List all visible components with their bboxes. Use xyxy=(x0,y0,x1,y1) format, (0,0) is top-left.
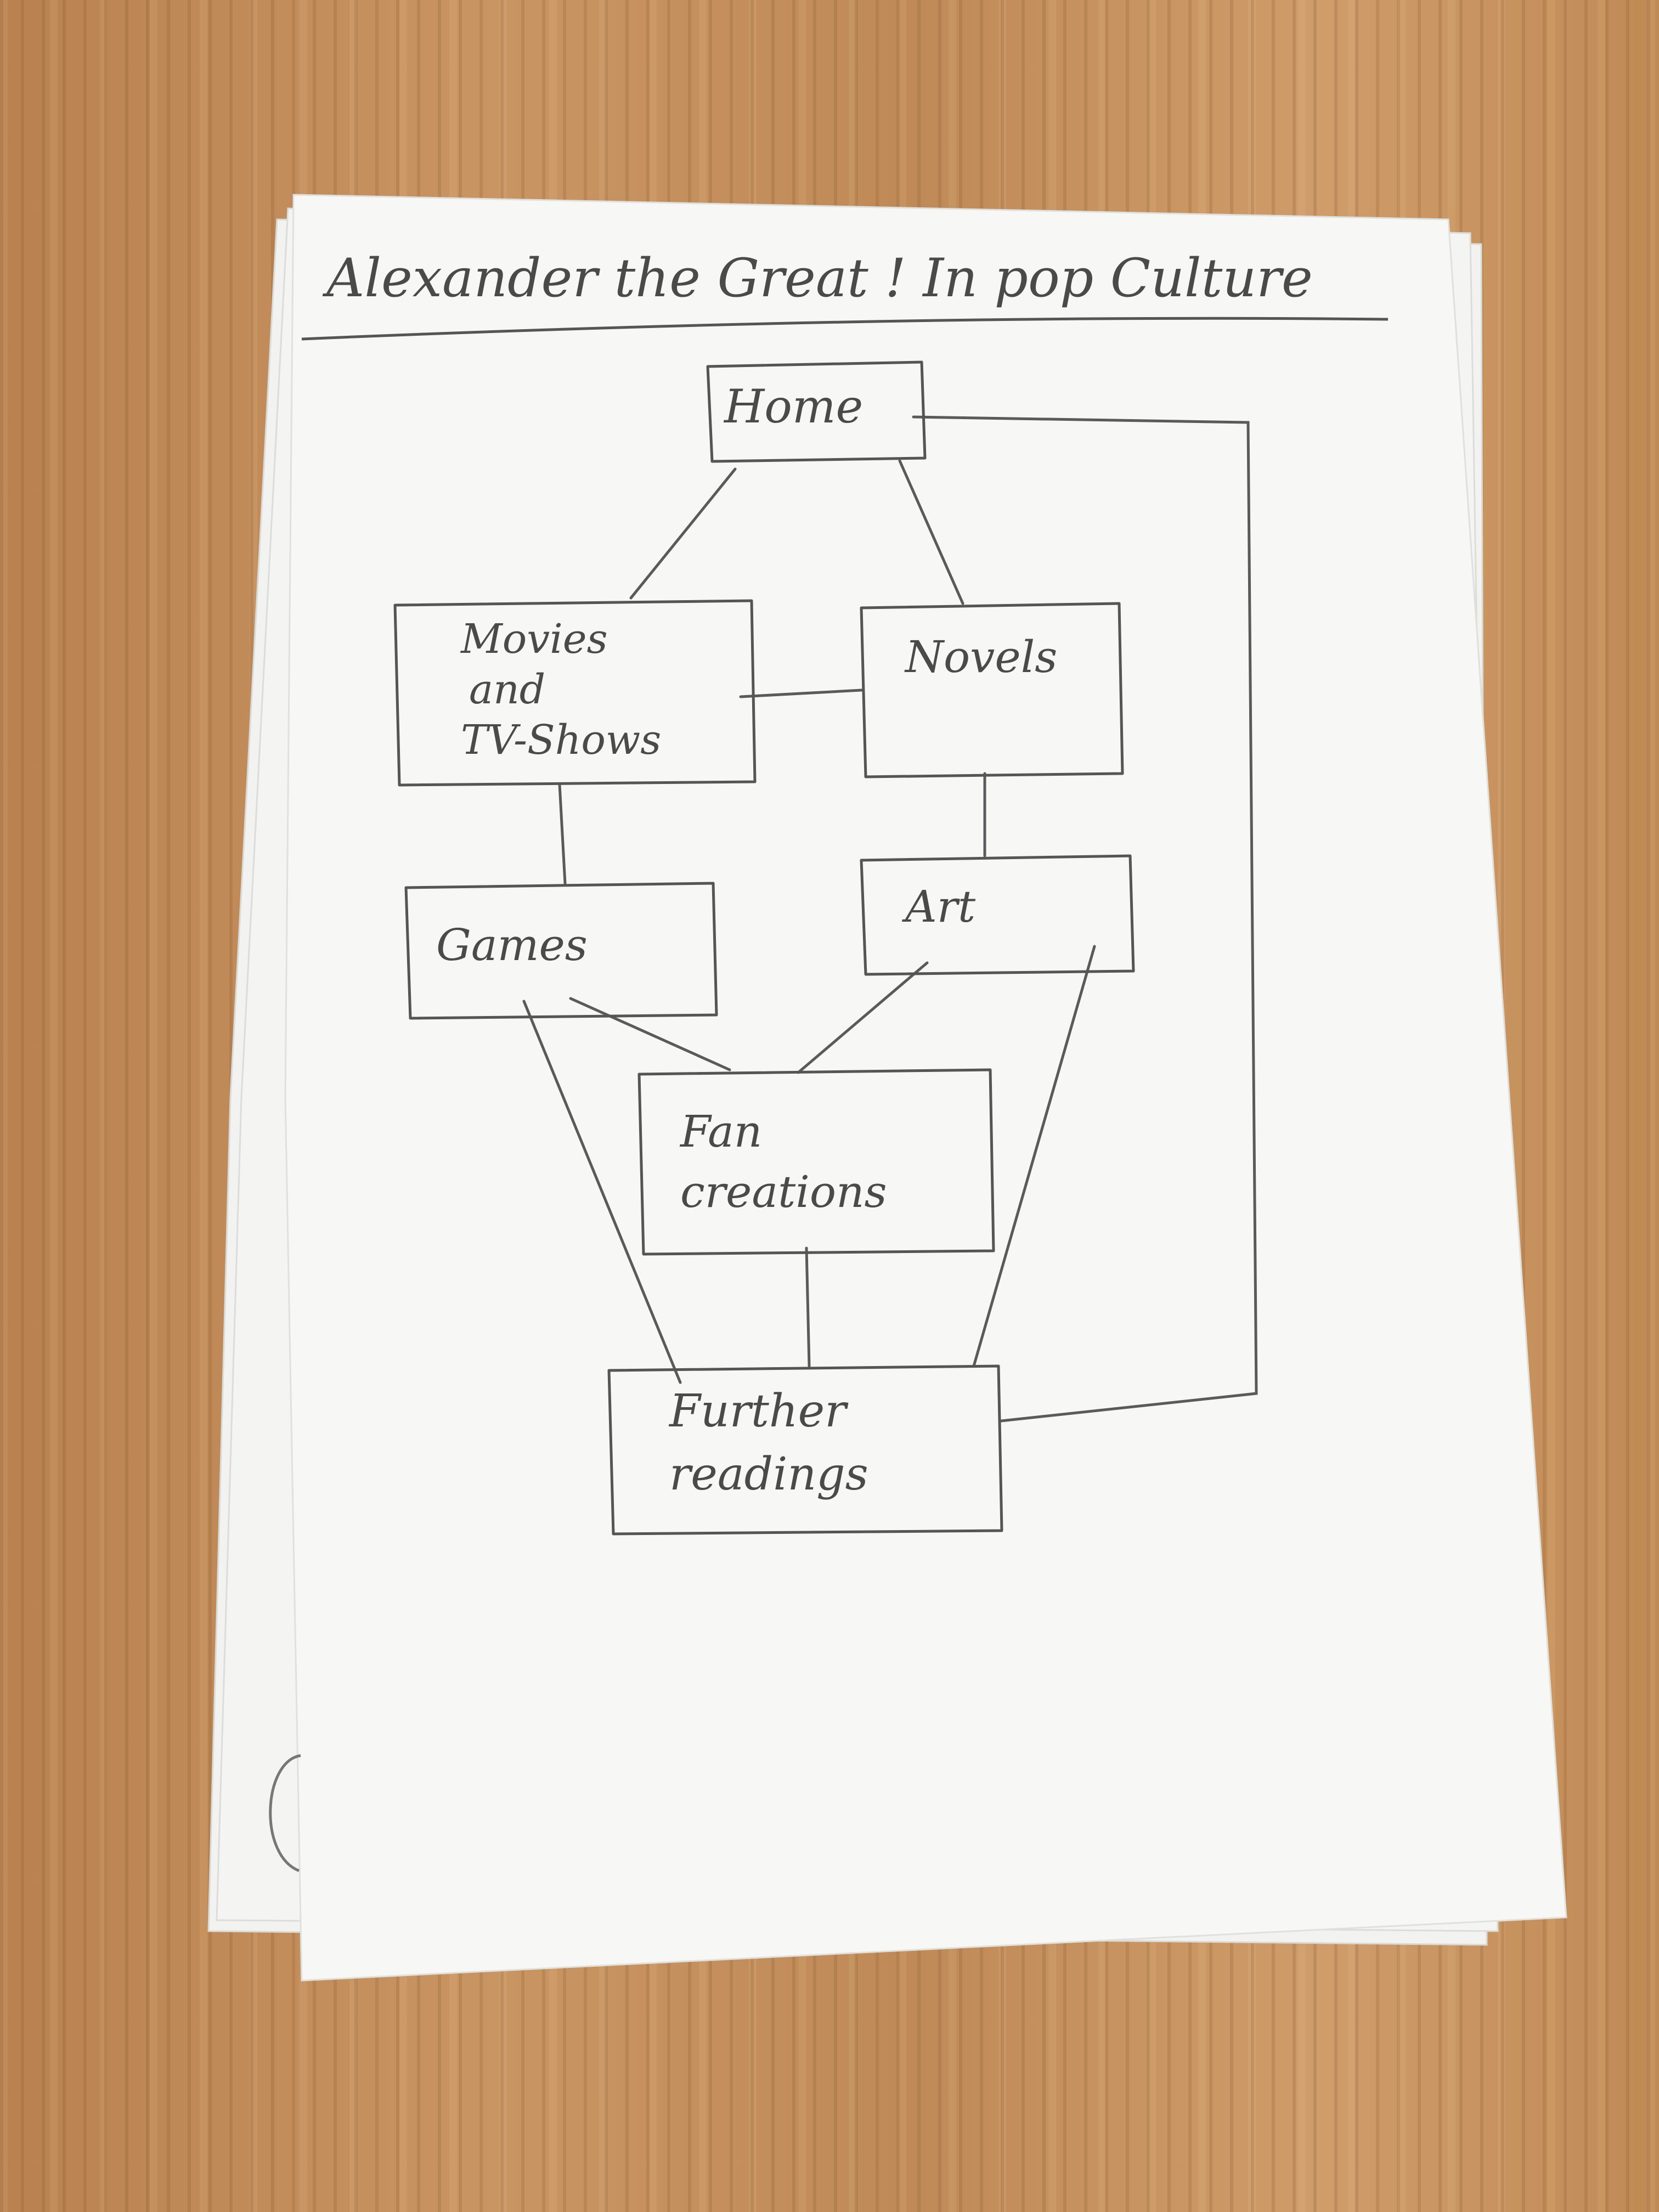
node-box xyxy=(607,1364,1003,1536)
edge-movies-novels xyxy=(739,689,863,698)
node-novels: Novels xyxy=(860,602,1124,778)
node-fan: Fan creations xyxy=(637,1068,995,1256)
node-label: TV-Shows xyxy=(461,716,661,764)
node-box xyxy=(393,599,757,787)
node-label: Fan xyxy=(679,1106,762,1157)
node-label: creations xyxy=(680,1166,887,1217)
node-label: Art xyxy=(901,881,976,932)
edge-home-movies xyxy=(629,467,737,600)
diagram-title: Alexander the Great ! In pop Culture xyxy=(322,247,1313,309)
edge-fan-further xyxy=(805,1246,811,1368)
node-further: Further readings xyxy=(607,1364,1003,1536)
node-label: Games xyxy=(436,919,588,970)
edge-games-fan xyxy=(569,997,731,1071)
node-art: Art xyxy=(860,854,1135,976)
edge-home-further xyxy=(912,415,1258,1423)
node-label: Movies xyxy=(460,616,608,663)
node-label: and xyxy=(469,666,545,713)
node-games: Games xyxy=(404,882,718,1020)
node-label: Home xyxy=(723,380,863,433)
node-box xyxy=(860,602,1124,778)
edge-art-fan xyxy=(797,961,929,1074)
node-box xyxy=(706,360,927,463)
paper-front-sheet xyxy=(284,194,1567,1982)
node-label: Novels xyxy=(904,631,1057,682)
node-label: Further xyxy=(668,1385,849,1437)
edge-home-novels xyxy=(898,459,964,605)
node-box xyxy=(637,1068,995,1256)
node-label: readings xyxy=(669,1448,868,1500)
title-underline xyxy=(301,317,1389,341)
edge-movies-games xyxy=(558,783,567,885)
node-box xyxy=(404,882,718,1020)
diagram-edges xyxy=(522,415,1258,1423)
edge-art-further xyxy=(972,945,1096,1368)
margin-circle-mark xyxy=(269,1754,301,1872)
node-box xyxy=(860,854,1135,976)
node-home: Home xyxy=(706,360,927,463)
edge-games-further xyxy=(522,1000,682,1384)
